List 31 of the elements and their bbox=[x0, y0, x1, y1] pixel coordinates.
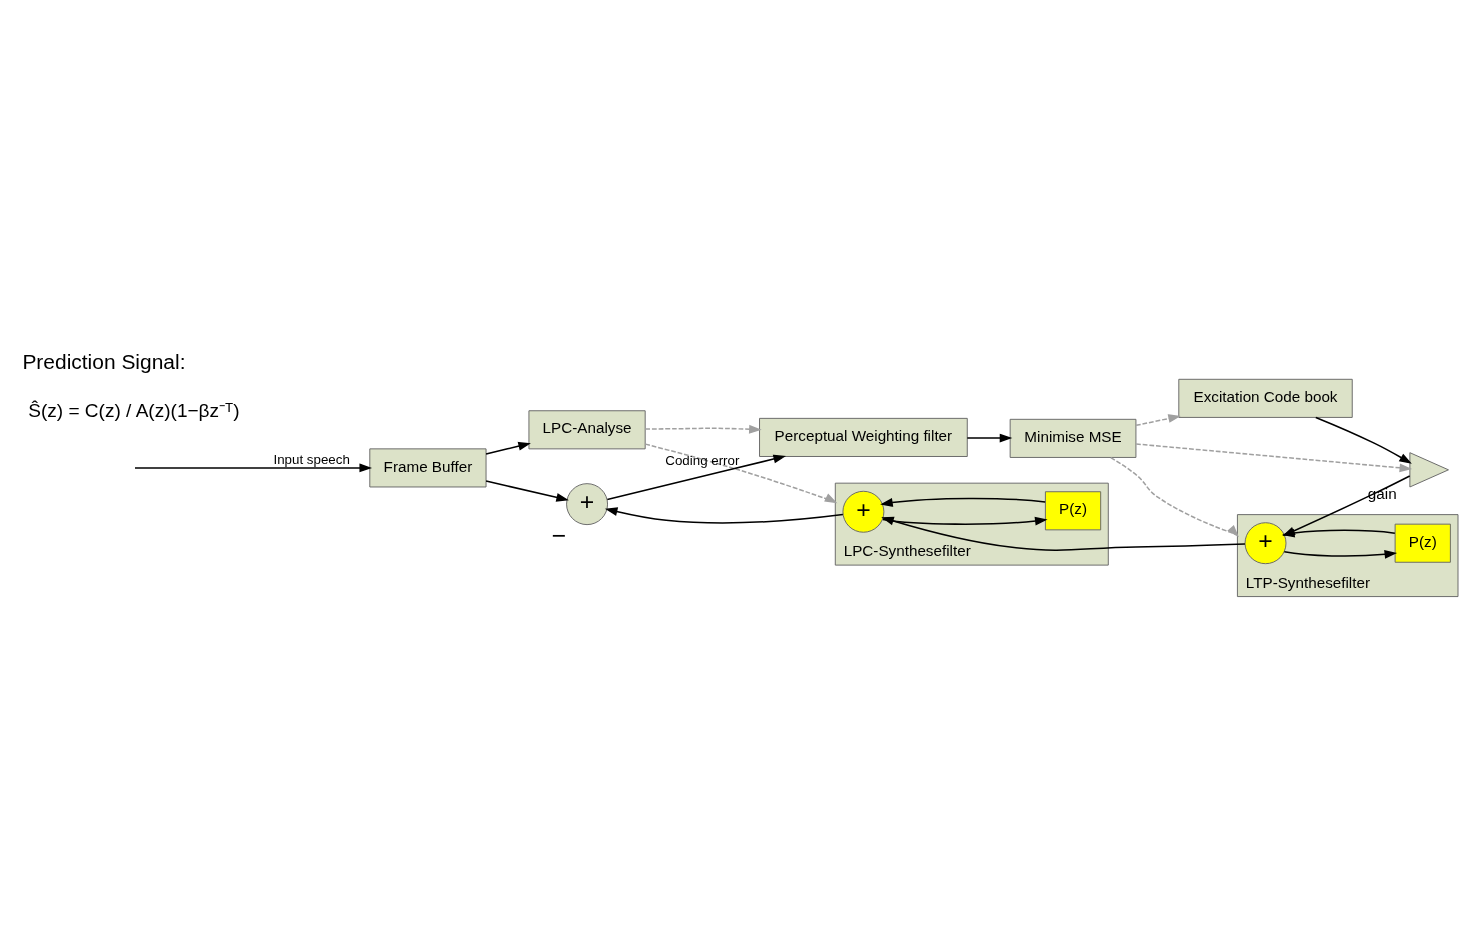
arrow bbox=[880, 497, 1046, 507]
node-box: Perceptual Weighting filter bbox=[759, 417, 968, 457]
node-label: gain bbox=[1367, 484, 1397, 502]
edge-label: Input speech bbox=[273, 451, 350, 467]
edge-label: Coding error bbox=[665, 452, 740, 468]
node-circle: + bbox=[1244, 521, 1287, 564]
node-triangle bbox=[1409, 451, 1449, 487]
arrow bbox=[134, 463, 373, 472]
node-box: Minimise MSE bbox=[1009, 418, 1137, 458]
arrow bbox=[1315, 416, 1412, 464]
arrow bbox=[644, 442, 838, 503]
node-circle: + bbox=[566, 482, 609, 525]
label: Ŝ(z) = C(z) / A(z)(1−βz⁻ᵀ) bbox=[28, 399, 240, 421]
arrow bbox=[644, 424, 762, 434]
arrow bbox=[966, 433, 1013, 442]
arrow bbox=[1135, 442, 1413, 472]
node-box: LPC-Analyse bbox=[528, 409, 646, 449]
arrow bbox=[1283, 549, 1398, 559]
node-label: − bbox=[551, 521, 567, 549]
arrow bbox=[606, 454, 787, 500]
arrow bbox=[1110, 456, 1239, 537]
arrow bbox=[485, 479, 569, 502]
node-box: P(z) bbox=[1044, 490, 1102, 530]
arrow bbox=[604, 506, 844, 524]
node-box: Frame Buffer bbox=[369, 447, 487, 487]
node-circle: + bbox=[842, 490, 885, 533]
arrow bbox=[1135, 413, 1181, 426]
node-box: P(z) bbox=[1394, 523, 1451, 563]
arrow bbox=[485, 441, 531, 455]
node-box: Excitation Code book bbox=[1178, 378, 1353, 418]
diagram-title: Prediction Signal: bbox=[22, 349, 186, 373]
